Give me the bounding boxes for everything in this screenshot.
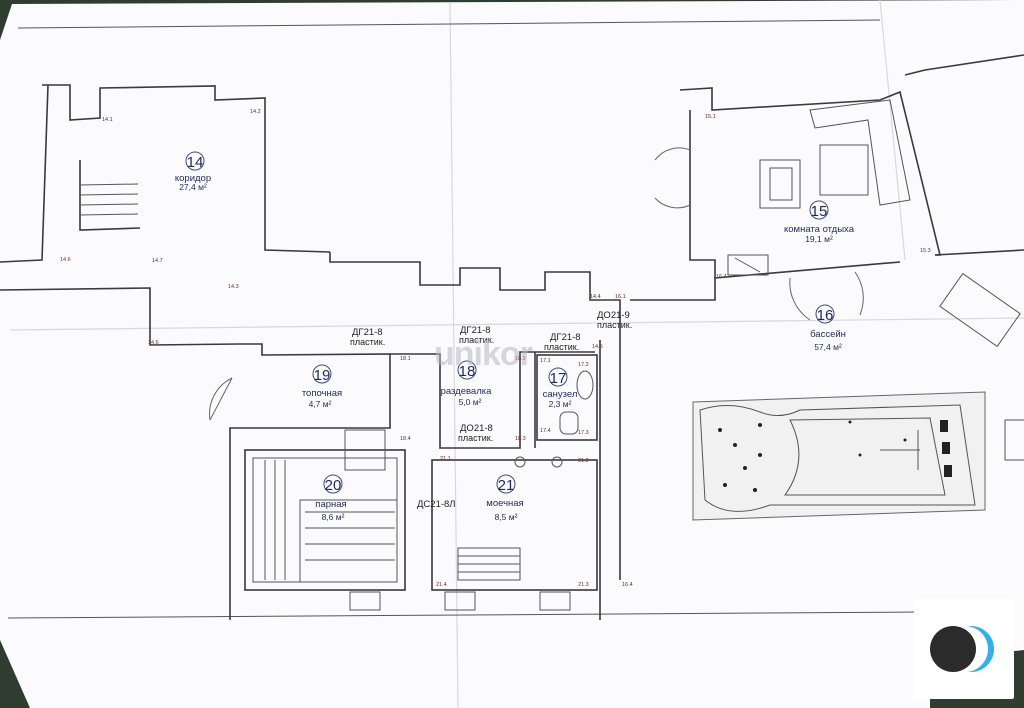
dim-mark: 14.4 [590, 294, 601, 300]
dim-mark: 18.4 [400, 436, 411, 442]
dim-mark: 14.1 [102, 117, 113, 123]
dim-mark: 21.4 [436, 582, 447, 588]
door-code: ДГ21-8 [460, 325, 491, 336]
dim-mark: 14.6 [148, 340, 159, 346]
room-number: 21 [498, 477, 515, 494]
dim-mark: 18.3 [515, 436, 526, 442]
room-area: 8,5 м² [495, 512, 518, 522]
room-20-sauna [244, 429, 406, 611]
room-name: коридор [175, 173, 211, 184]
door-code: ДГ21-8 [550, 332, 581, 343]
room-number: 15 [811, 203, 828, 220]
room-number: 17 [550, 370, 567, 387]
room-number: 14 [187, 154, 204, 171]
door-material: пластик. [459, 335, 494, 345]
dim-mark: 16.4 [622, 582, 633, 588]
dim-mark: 14.5 [592, 344, 603, 350]
room-label-19: 19 топочная 4,7 м² [302, 364, 342, 409]
room-name: моечная [486, 498, 523, 509]
room-label-17: 17 санузел 2,3 м² [543, 367, 578, 409]
room-label-16: 16 бассейн 57,4 м² [810, 304, 846, 352]
room-area: 4,7 м² [309, 399, 332, 409]
room-label-15: 15 комната отдыха 19,1 м² [784, 200, 855, 244]
room-name: парная [315, 499, 346, 510]
central-walls [229, 252, 621, 620]
dim-mark: 17.1 [540, 358, 551, 364]
room-16-pool [692, 272, 1024, 521]
dim-mark: 21.1 [440, 456, 451, 462]
door-label-dg21-8-b: ДГ21-8 пластик. [459, 325, 494, 345]
dim-mark: 14.6 [60, 257, 71, 263]
room-name: комната отдыха [784, 224, 855, 235]
door-material: пластик. [544, 342, 579, 352]
door-material: пластик. [350, 337, 385, 347]
door-code: ДГ21-8 [352, 327, 383, 338]
dim-mark: 16.1 [615, 294, 626, 300]
dim-mark: 18.2 [515, 356, 526, 362]
room-15-rest [630, 54, 1024, 321]
room-area: 5,0 м² [459, 397, 482, 407]
dim-mark: 14.2 [250, 109, 261, 115]
room-name: топочная [302, 388, 342, 399]
room-name: бассейн [810, 329, 846, 340]
room-17-bathroom [536, 354, 598, 441]
dim-mark: 14.7 [152, 258, 163, 264]
room-name: раздевалка [441, 386, 493, 397]
dim-mark: 17.3 [578, 430, 589, 436]
door-code: ДО21-8 [460, 423, 493, 434]
door-label-dg21-8-c: ДГ21-8 пластик. [544, 332, 581, 352]
room-label-20: 20 парная 8,6 м² [315, 474, 347, 522]
door-label-do21-8: ДО21-8 пластик. [458, 423, 493, 443]
door-label-ds21-8l: ДС21-8Л [417, 499, 456, 510]
dim-mark: 15.3 [920, 248, 931, 254]
room-21-washing [431, 456, 598, 611]
room-number: 18 [459, 363, 476, 380]
room-14-walls [0, 84, 331, 346]
room-area: 2,3 м² [549, 399, 572, 409]
dim-mark: 14.3 [228, 284, 239, 290]
dim-mark: 21.2 [578, 458, 589, 464]
dim-mark: 17.2 [578, 362, 589, 368]
dim-mark: 21.3 [578, 582, 589, 588]
room-number: 20 [325, 477, 342, 494]
room-area: 57,4 м² [814, 342, 842, 352]
room-label-21: 21 моечная 8,5 м² [486, 474, 524, 522]
room-area: 19,1 м² [805, 234, 833, 244]
room-area: 27,4 м² [179, 182, 207, 192]
brand-circles-icon [914, 599, 1014, 699]
brand-circle-dark [930, 626, 976, 672]
room-label-18: 18 раздевалка 5,0 м² [441, 360, 493, 407]
door-label-do21-9: ДО21-9 пластик. [597, 310, 632, 330]
room-number: 16 [817, 307, 834, 324]
dim-mark: 17.4 [540, 428, 551, 434]
door-material: пластик. [458, 433, 493, 443]
door-code: ДС21-8Л [417, 499, 456, 510]
dim-mark: 18.1 [400, 356, 411, 362]
room-label-14: 14 коридор 27,4 м² [175, 151, 211, 192]
door-material: пластик. [597, 320, 632, 330]
room-name: санузел [543, 389, 578, 400]
door-code: ДО21-9 [597, 310, 630, 321]
room-number: 19 [314, 367, 331, 384]
room-area: 8,6 м² [322, 512, 345, 522]
dim-mark: 16.4 [716, 274, 727, 280]
dimension-marks: 14.1 14.2 14.6 14.7 14.3 14.6 14.4 14.5 … [60, 109, 931, 588]
watermark-text: unikor [434, 335, 533, 373]
dim-mark: 15.1 [705, 114, 716, 120]
door-label-dg21-8-a: ДГ21-8 пластик. [350, 327, 385, 347]
